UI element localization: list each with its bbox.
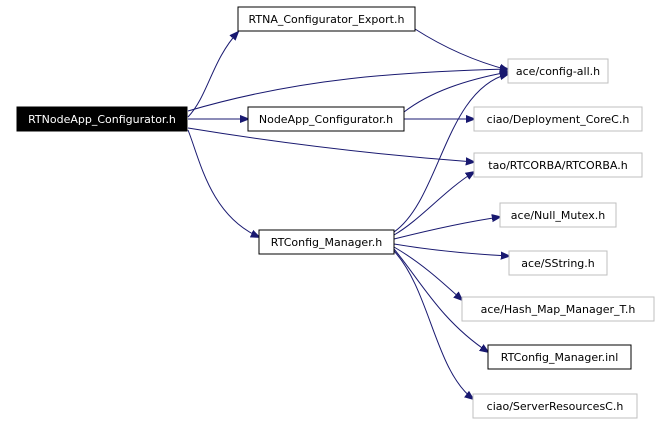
node-ace-null-mutex-label: ace/Null_Mutex.h — [511, 209, 605, 222]
node-ace-sstring-label: ace/SString.h — [521, 257, 595, 270]
edge-manager-rtcorba — [393, 172, 474, 236]
node-rtconfig-manager[interactable]: RTConfig_Manager.h — [258, 229, 395, 255]
edge-root-configall — [187, 69, 508, 112]
node-rtna-configurator-export-label: RTNA_Configurator_Export.h — [249, 13, 405, 26]
root-node-label: RTNodeApp_Configurator.h — [28, 113, 176, 126]
edge-manager-hashmap — [393, 246, 462, 300]
node-ace-null-mutex[interactable]: ace/Null_Mutex.h — [499, 202, 617, 228]
node-ciao-serverresourcesc-label: ciao/ServerResourcesC.h — [487, 400, 624, 413]
node-ace-hash-map-manager[interactable]: ace/Hash_Map_Manager_T.h — [461, 296, 655, 322]
node-rtna-configurator-export[interactable]: RTNA_Configurator_Export.h — [237, 6, 416, 32]
edge-manager-serverres — [393, 250, 473, 399]
node-ace-config-all-label: ace/config-all.h — [516, 65, 600, 78]
node-nodeapp-configurator-label: NodeApp_Configurator.h — [259, 113, 393, 126]
edge-export-configall — [414, 28, 508, 70]
node-nodeapp-configurator[interactable]: NodeApp_Configurator.h — [247, 106, 405, 132]
node-rtconfig-manager-label: RTConfig_Manager.h — [271, 236, 382, 249]
root-node[interactable]: RTNodeApp_Configurator.h — [16, 106, 188, 132]
node-rtconfig-manager-inl[interactable]: RTConfig_Manager.inl — [487, 344, 632, 370]
node-ace-sstring[interactable]: ace/SString.h — [508, 250, 608, 276]
edge-manager-inl — [393, 248, 488, 352]
node-ace-hash-map-manager-label: ace/Hash_Map_Manager_T.h — [481, 303, 636, 316]
node-ciao-deployment-corec-label: ciao/Deployment_CoreC.h — [487, 113, 630, 126]
edge-manager-nullmutex — [393, 217, 500, 240]
edge-manager-configall — [393, 74, 508, 233]
node-ciao-serverresourcesc[interactable]: ciao/ServerResourcesC.h — [472, 393, 638, 419]
edges — [187, 28, 509, 399]
edge-root-rtcorba — [187, 127, 474, 162]
edge-manager-sstring — [393, 243, 509, 256]
edge-nodeapp-configall — [403, 72, 508, 113]
node-ace-config-all[interactable]: ace/config-all.h — [507, 58, 609, 84]
edge-root-manager — [187, 129, 259, 237]
node-ciao-deployment-corec[interactable]: ciao/Deployment_CoreC.h — [473, 106, 643, 132]
node-tao-rtcorba-label: tao/RTCORBA/RTCORBA.h — [488, 159, 627, 172]
node-rtconfig-manager-inl-label: RTConfig_Manager.inl — [501, 351, 619, 364]
node-tao-rtcorba[interactable]: tao/RTCORBA/RTCORBA.h — [473, 152, 643, 178]
